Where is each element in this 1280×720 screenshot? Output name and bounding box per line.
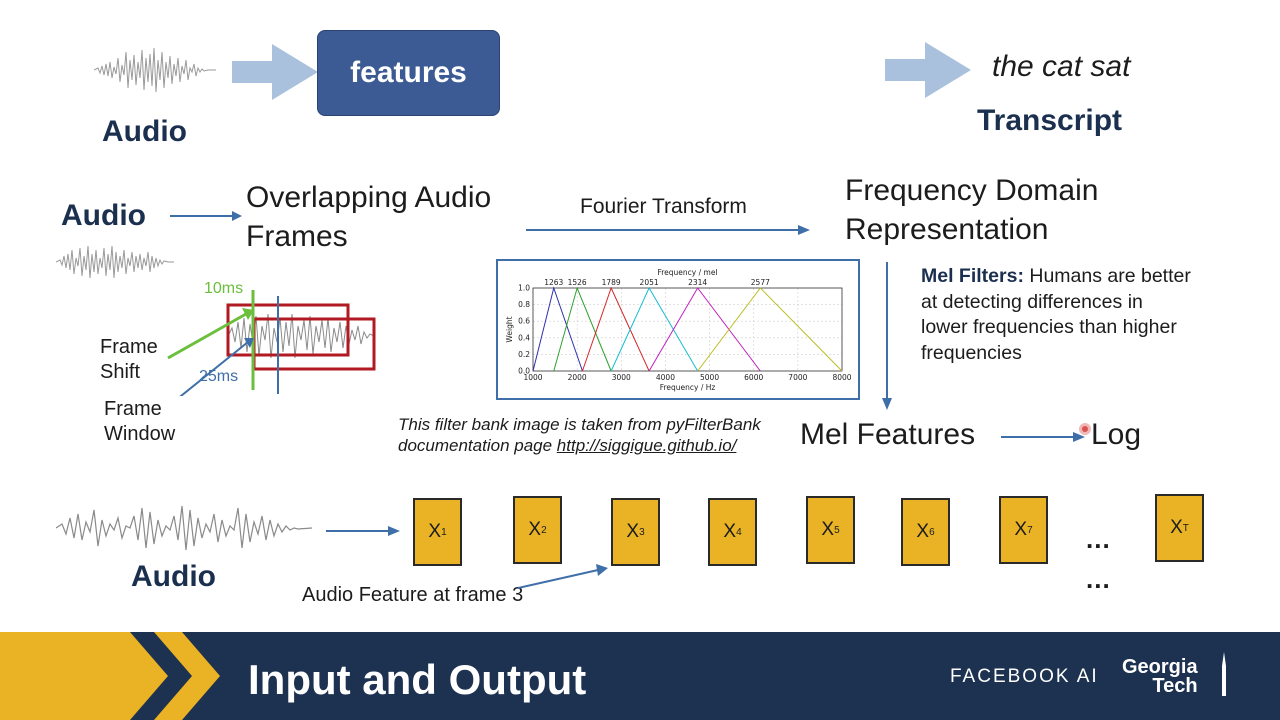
mel-filters-note: Mel Filters: Humans are better at detect…	[921, 265, 1191, 364]
fourier-transform-label: Fourier Transform	[580, 195, 747, 218]
chart-y-tick-4: 0.8	[518, 300, 530, 309]
chart-series-3	[610, 286, 699, 372]
chart-y-tick-3: 0.6	[518, 317, 530, 326]
overlapping-frames-label: Overlapping Audio Frames	[246, 181, 492, 253]
arrow-to-x3	[518, 564, 608, 589]
chart-series-0	[532, 286, 583, 372]
filter-bank-figure: 1000 2000 3000 4000 5000 6000 7000 8000 0.0 0.2 0.…	[496, 259, 860, 400]
audio-label-mid: Audio	[61, 199, 146, 232]
features-box: features	[317, 30, 500, 116]
chart-series-2	[581, 286, 650, 372]
mel-features-label: Mel Features	[800, 418, 976, 451]
chart-top-tick-2: 1789	[602, 278, 621, 287]
arrow-mel-to-log	[1001, 432, 1085, 442]
transcript-text: the cat sat	[992, 50, 1131, 83]
frame-shift-label: Frame Shift	[100, 336, 158, 383]
footer-bar	[0, 632, 1280, 720]
chart-plot-area	[532, 287, 843, 372]
chart-ylabel: Weight	[505, 316, 514, 342]
chart-x-tick-5: 6000	[744, 373, 763, 382]
audio-label-top: Audio	[102, 115, 187, 148]
frame-window-label: Frame Window	[104, 398, 176, 445]
chart-x-tick-6: 7000	[788, 373, 807, 382]
chart-x-tick-7: 8000	[832, 373, 851, 382]
chart-x-tick-3: 4000	[656, 373, 675, 382]
footer-chevrons	[0, 632, 220, 720]
audio-waveform-bottom	[56, 505, 312, 551]
chart-top-tick-5: 2577	[751, 278, 770, 287]
chart-series-4	[648, 287, 761, 372]
chart-y-tick-1: 0.2	[518, 350, 530, 359]
georgia-tech-spire-icon	[1222, 652, 1226, 696]
chart-top-tick-1: 1526	[568, 278, 587, 287]
audio-waveform-mid	[56, 245, 174, 279]
mel-filter-chart: 1000 2000 3000 4000 5000 6000 7000 8000 0.0 0.2 0.…	[505, 268, 852, 392]
pointer-dot	[1079, 423, 1091, 435]
audio-label-bottom: Audio	[131, 560, 216, 593]
arrow-audio-to-frames	[170, 211, 242, 221]
chart-xlabel: Frequency / Hz	[660, 383, 716, 392]
chart-y-tick-2: 0.4	[518, 333, 530, 342]
filter-caption: This filter bank image is taken from pyF…	[398, 415, 761, 455]
frame-diagram	[167, 290, 376, 396]
chart-top-tick-4: 2314	[688, 278, 707, 287]
audio-waveform-top	[94, 47, 216, 93]
arrow-audio-to-sequence	[326, 526, 400, 536]
chart-y-tick-5: 1.0	[518, 284, 530, 293]
chart-x-tick-2: 3000	[612, 373, 631, 382]
slide-title: Input and Output	[248, 656, 587, 703]
arrow-down-to-mel	[882, 262, 892, 410]
chart-top-tick-0: 1263	[544, 278, 563, 287]
frequency-domain-label: Frequency Domain Representation	[845, 174, 1099, 246]
facebook-ai-logo: FACEBOOK AI	[950, 666, 1099, 687]
georgia-tech-logo: Georgia Tech	[1122, 656, 1198, 697]
log-label: Log	[1091, 418, 1142, 451]
chart-x-tick-1: 2000	[568, 373, 587, 382]
ellipsis-top: ...	[1086, 524, 1111, 554]
transcript-label: Transcript	[977, 104, 1123, 137]
window-ms-label: 25ms	[199, 368, 239, 385]
arrow-to-transcript	[885, 42, 971, 98]
chart-x-tick-4: 5000	[700, 373, 719, 382]
frame3-label: Audio Feature at frame 3	[302, 584, 524, 606]
chart-x-tick-0: 1000	[523, 373, 542, 382]
ellipsis-bottom: ...	[1086, 564, 1111, 594]
chart-top-tick-3: 2051	[640, 278, 659, 287]
filter-source-link[interactable]: http://siggigue.github.io/	[556, 436, 737, 455]
fourier-arrow	[526, 225, 810, 235]
shift-ms-label: 10ms	[204, 280, 244, 297]
chart-series-5	[697, 287, 843, 372]
chart-series-1	[553, 286, 612, 372]
chart-y-tick-0: 0.0	[518, 367, 530, 376]
arrow-audio-to-features	[232, 44, 318, 100]
chart-title: Frequency / mel	[657, 268, 717, 277]
